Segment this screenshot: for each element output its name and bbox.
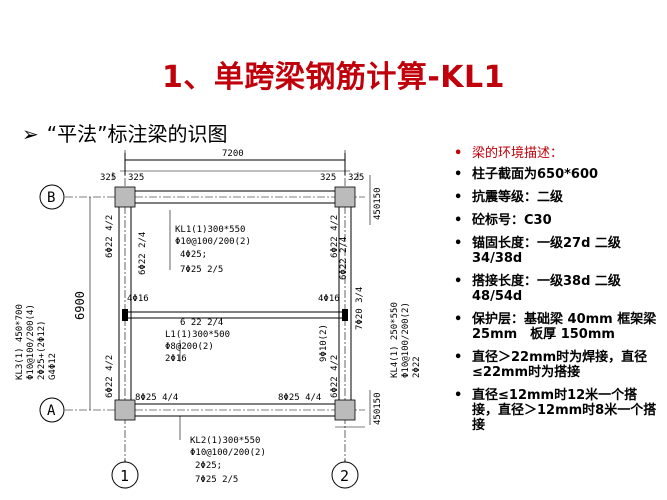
environment-bullet-list: 梁的环境描述： 柱子截面为650*600 抗震等级：二级 砼标号：C30 锚固长…: [452, 146, 657, 441]
bullet-item: 直径≤12mm时12米一个搭接，直径＞12mm时8米一个搭接: [452, 388, 657, 433]
rebar-label: 6Φ22 4/2: [330, 215, 340, 258]
slide-title: 1、单跨梁钢筋计算-KL1: [161, 60, 506, 95]
rebar-label: 9Φ10(2): [319, 324, 329, 362]
rebar-label: 6Φ22 4/2: [330, 355, 340, 398]
column-tr: [334, 186, 356, 208]
kl3-annotation: Φ10@100/200(4): [26, 304, 36, 380]
column-bl: [114, 399, 136, 421]
axis-label-b: B: [47, 190, 55, 206]
kl2-annotation: Φ10@100/200(2): [190, 448, 266, 458]
rebar-label: 6Φ22 2/4: [339, 237, 349, 280]
dim-6900: 6900: [73, 291, 87, 320]
kl3-annotation: 2Φ25+(2Φ12): [37, 320, 47, 380]
rebar-label: 6Φ22 4/2: [105, 355, 115, 398]
bullet-item: 柱子截面为650*600: [452, 167, 657, 182]
rebar-label: 8Φ25 4/4: [135, 393, 178, 403]
column-br: [334, 399, 356, 421]
dim-325: 325: [100, 173, 116, 183]
bullet-item: 直径＞22mm时为焊接，直径≤22mm时为搭接: [452, 350, 657, 380]
kl4-annotation: Φ10@100/200(2): [401, 302, 411, 378]
kl1-annotation: 7Φ25 2/5: [180, 265, 223, 275]
bullet-item: 搭接长度：一级38d 二级 48/54d: [452, 274, 657, 304]
kl4-annotation: 2Φ22: [412, 356, 422, 378]
kl4-annotation: KL4(1) 250*550: [390, 302, 400, 378]
kl2-annotation: 2Φ25;: [195, 461, 222, 471]
rebar-label: 4Φ16: [127, 294, 149, 304]
dim-450-150: 450150: [373, 392, 383, 425]
dim-325: 325: [128, 173, 144, 183]
dim-450-150: 450150: [373, 187, 383, 220]
kl3-annotation: G4Φ12: [48, 353, 58, 380]
rebar-label: 6Φ22 4/2: [105, 215, 115, 258]
kl3-annotation: KL3(1) 450*700: [15, 304, 25, 380]
rebar-label: 8Φ25 4/4: [278, 393, 321, 403]
kl1-annotation: KL1(1)300*550: [175, 225, 245, 235]
arrow-bullet-icon: ➢: [22, 122, 39, 146]
bullet-item: 抗震等级：二级: [452, 190, 657, 205]
axis-label-a: A: [47, 403, 56, 419]
rebar-label: 7Φ20 3/4: [355, 287, 365, 330]
kl2-annotation: 7Φ25 2/5: [195, 475, 238, 485]
bullet-item: 锚固长度：一级27d 二级 34/38d: [452, 236, 657, 266]
kl2-annotation: KL2(1)300*550: [190, 436, 260, 446]
rebar-label: 6Φ22 2/4: [138, 232, 148, 275]
dim-325: 325: [348, 173, 364, 183]
kl1-annotation: Φ10@100/200(2): [175, 237, 251, 247]
l1-annotation: 2Φ16: [165, 354, 187, 364]
dim-325: 325: [320, 173, 336, 183]
axis-label-1: 1: [120, 467, 129, 485]
bullet-item: 砼标号：C30: [452, 213, 657, 228]
column-tl: [114, 186, 136, 208]
rebar-label: 6 22 2/4: [180, 318, 223, 328]
bullet-item: 梁的环境描述：: [452, 146, 657, 161]
l1-annotation: Φ8@200(2): [165, 342, 214, 352]
dim-top: 7200: [222, 149, 244, 159]
slide-subtitle: ➢ “平法”标注梁的识图: [22, 118, 228, 147]
rebar-label: 4Φ16: [318, 294, 340, 304]
l1-annotation: L1(1)300*500: [165, 330, 230, 340]
kl1-annotation: 4Φ25;: [180, 250, 207, 260]
axis-label-2: 2: [340, 467, 349, 485]
bullet-item: 保护层：基础梁 40mm 框架梁 25mm 板厚 150mm: [452, 312, 657, 342]
subtitle-text: “平法”标注梁的识图: [46, 122, 228, 146]
